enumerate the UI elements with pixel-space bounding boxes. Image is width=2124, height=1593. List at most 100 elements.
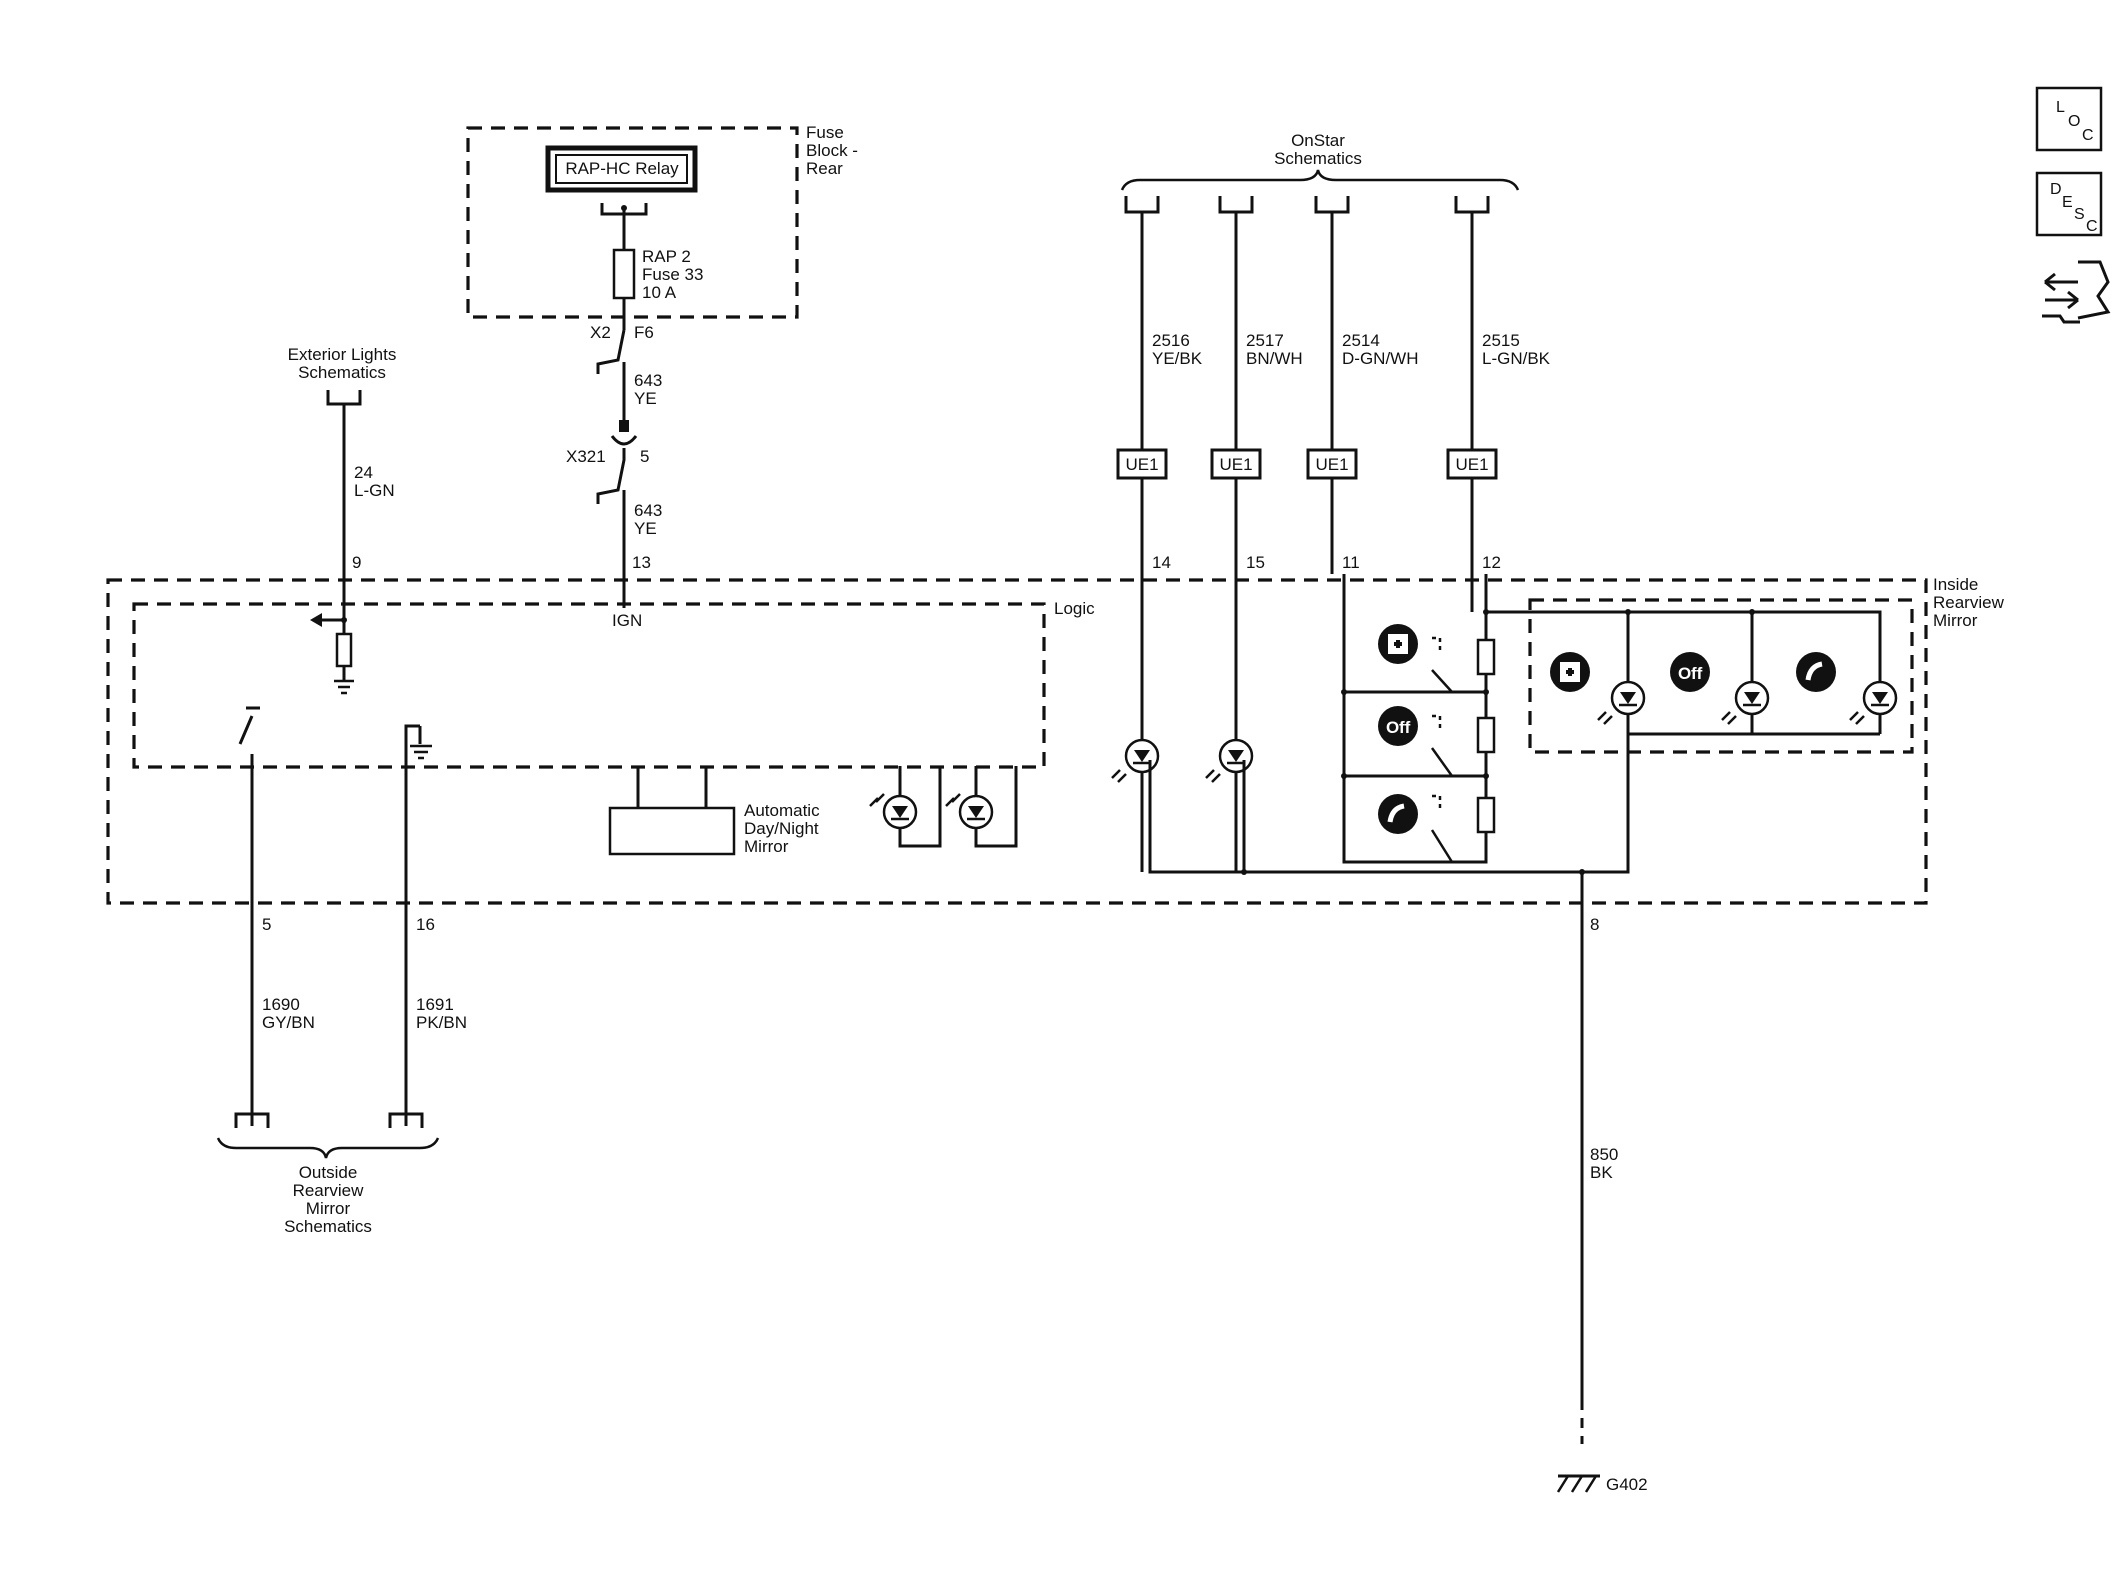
- wire-643b-label: 643: [634, 501, 662, 520]
- auto-mirror-label-2: Day/Night: [744, 819, 819, 838]
- onstar-circuit-label: 2514: [1342, 331, 1380, 350]
- auto-mirror-label-3: Mirror: [744, 837, 789, 856]
- exterior-lights-connector: [326, 390, 362, 406]
- loc-letter-l: L: [2056, 99, 2065, 116]
- fuse-block-outline: [466, 126, 799, 319]
- exterior-pin-label: 9: [352, 553, 361, 572]
- logic-led-1: [869, 766, 942, 848]
- inside-mirror-title-2: Rearview: [1933, 593, 2005, 612]
- onstar-circuit-label: 2516: [1152, 331, 1190, 350]
- outside-mirror-title-3: Mirror: [306, 1199, 351, 1218]
- auto-day-night-mirror: [608, 766, 736, 856]
- connector-end-view-icon[interactable]: [2042, 260, 2111, 324]
- fuse-block-title-1: Fuse: [806, 123, 844, 142]
- phone-button-icon[interactable]: [1378, 794, 1418, 834]
- onstar-pin-label: 12: [1482, 553, 1501, 572]
- outside-mirror-title-2: Rearview: [293, 1181, 365, 1200]
- desc-letter-s: S: [2074, 206, 2085, 223]
- ground-name-label: G402: [1606, 1475, 1648, 1494]
- onstar-connector: [1218, 196, 1254, 214]
- onstar-connector-label: UE1: [1219, 455, 1252, 474]
- onstar-color-label: YE/BK: [1152, 349, 1203, 368]
- panel-led-2: [1721, 680, 1770, 725]
- ign-label: IGN: [612, 611, 642, 630]
- desc-letter-d: D: [2050, 181, 2062, 198]
- ue1-connector-box: [1210, 448, 1262, 480]
- panel-service-icon[interactable]: [1550, 652, 1590, 692]
- onstar-connector: [1454, 196, 1490, 214]
- fuse-label-2: Fuse 33: [642, 265, 703, 284]
- auto-mirror-label-1: Automatic: [744, 801, 820, 820]
- onstar-title-2: Schematics: [1274, 149, 1362, 168]
- outside-right-circuit-label: 1691: [416, 995, 454, 1014]
- wire-ye-label: YE: [634, 389, 657, 408]
- outside-right-color-label: PK/BN: [416, 1013, 467, 1032]
- svg-text:ff: ff: [1691, 664, 1703, 683]
- exterior-lights-title-2: Schematics: [298, 363, 386, 382]
- service-button-icon[interactable]: [1378, 624, 1418, 664]
- onoff-button-icon[interactable]: O ff: [1378, 706, 1418, 746]
- wire-643-label: 643: [634, 371, 662, 390]
- onstar-connector: [1314, 196, 1350, 214]
- panel-phone-icon[interactable]: [1796, 652, 1836, 692]
- loc-letter-o: O: [2068, 113, 2080, 130]
- fuse-block-title-3: Rear: [806, 159, 843, 178]
- ground-pin-label: 8: [1590, 915, 1599, 934]
- onstar-connector: [1124, 196, 1160, 214]
- pin-13-label: 13: [632, 553, 651, 572]
- fuse-label-1: RAP 2: [642, 247, 691, 266]
- outside-left-circuit-label: 1690: [262, 995, 300, 1014]
- ground-color-label: BK: [1590, 1163, 1613, 1182]
- onstar-pin-label: 14: [1152, 553, 1171, 572]
- onstar-connector-label: UE1: [1315, 455, 1348, 474]
- outside-left-pin-label: 5: [262, 915, 271, 934]
- svg-text:ff: ff: [1399, 718, 1411, 737]
- logic-led-2: [945, 766, 1018, 848]
- logic-label: Logic: [1054, 599, 1095, 618]
- outside-left-connector: [234, 1112, 270, 1128]
- onstar-color-label: L-GN/BK: [1482, 349, 1551, 368]
- rap-hc-relay: RAP-HC Relay: [545, 145, 698, 193]
- svg-text:O: O: [1678, 664, 1691, 683]
- inside-mirror-title-1: Inside: [1933, 575, 1978, 594]
- button-panel-outline: [1528, 598, 1914, 754]
- onstar-pin-label: 11: [1342, 553, 1360, 572]
- panel-onoff-icon[interactable]: O ff: [1670, 652, 1710, 692]
- wire-ye-b-label: YE: [634, 519, 657, 538]
- ue1-connector-box: [1446, 448, 1498, 480]
- ground-symbol-icon: [1556, 1474, 1600, 1493]
- onstar-connector-label: UE1: [1125, 455, 1158, 474]
- inside-mirror-title-3: Mirror: [1933, 611, 1978, 630]
- desc-letter-c: C: [2086, 218, 2098, 235]
- outside-left-color-label: GY/BN: [262, 1013, 315, 1032]
- outside-mirror-title-4: Schematics: [284, 1217, 372, 1236]
- onstar-pin-label: 15: [1246, 553, 1265, 572]
- onstar-circuit-label: 2515: [1482, 331, 1520, 350]
- onstar-circuit-label: 2517: [1246, 331, 1284, 350]
- onstar-color-label: D-GN/WH: [1342, 349, 1418, 368]
- ue1-connector-box: [1116, 448, 1168, 480]
- fuse-label-3: 10 A: [642, 283, 677, 302]
- description-button[interactable]: D E S C: [2035, 171, 2103, 237]
- logic-block-outline: [132, 602, 1046, 769]
- panel-led-1: [1597, 680, 1646, 725]
- onstar-connector-label: UE1: [1455, 455, 1488, 474]
- outside-mirror-brace: [216, 1137, 440, 1159]
- svg-text:O: O: [1386, 718, 1399, 737]
- desc-letter-e: E: [2062, 194, 2073, 211]
- onstar-title-1: OnStar: [1291, 131, 1345, 150]
- fuse-block-title-2: Block -: [806, 141, 858, 160]
- onstar-color-label: BN/WH: [1246, 349, 1303, 368]
- inside-mirror-module-outline: [106, 578, 1928, 905]
- onstar-brace: [1120, 169, 1520, 191]
- ue1-connector-box: [1306, 448, 1358, 480]
- x321-pin-label: 5: [640, 447, 649, 466]
- button-ladder: [1341, 574, 1496, 864]
- fuse-33: [612, 248, 636, 300]
- exterior-lights-title-1: Exterior Lights: [288, 345, 397, 364]
- location-button[interactable]: L O C: [2035, 86, 2103, 152]
